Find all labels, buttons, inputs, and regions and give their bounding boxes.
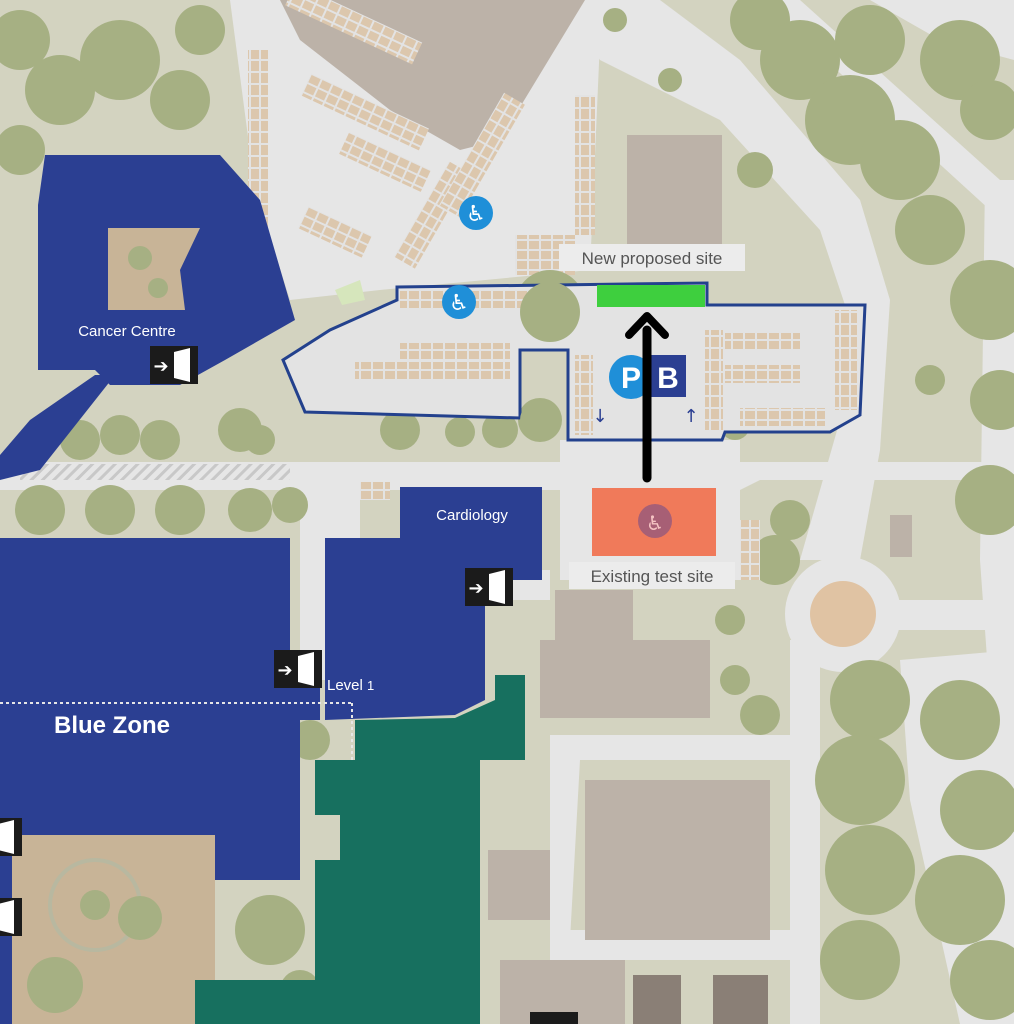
service-buildings (488, 515, 912, 1024)
svg-text:➔: ➔ (153, 356, 168, 377)
entrance-icon[interactable] (530, 1012, 578, 1024)
svg-text:➔: ➔ (277, 660, 292, 681)
existing-test-site-label: Existing test site (591, 567, 714, 586)
entrance-icon[interactable]: ➔ (274, 650, 322, 688)
new-proposed-site-callout: New proposed site (559, 244, 745, 271)
entrance-icon[interactable] (0, 898, 22, 936)
pedestrian-path (20, 464, 290, 480)
relocation-arrow (625, 312, 669, 483)
parking-p-badge[interactable]: P (609, 355, 653, 399)
car-park-b (281, 281, 867, 442)
svg-text:♿: ♿ (449, 291, 469, 316)
green-zone-building (195, 675, 525, 1024)
service-building (627, 135, 722, 245)
roundabout (810, 581, 876, 647)
accessible-parking-icon[interactable]: ♿ (442, 285, 476, 319)
one-way-arrow-icon: ↓ (592, 406, 607, 427)
parking-p-label: P (621, 362, 641, 395)
accessible-parking-icon[interactable]: ♿ (459, 196, 493, 230)
parking-bays (740, 520, 760, 580)
existing-test-site-callout: Existing test site (569, 562, 735, 589)
accessible-parking-icon: ♿ (646, 511, 664, 535)
blue-zone-label: Blue Zone (54, 712, 170, 739)
new-proposed-site-area[interactable] (597, 285, 705, 307)
svg-text:➔: ➔ (468, 578, 483, 599)
entrance-icon[interactable]: ➔ (150, 346, 198, 384)
entrance-icon[interactable] (0, 818, 22, 856)
svg-text:♿: ♿ (466, 202, 486, 227)
cardiology-label: Cardiology (436, 507, 508, 524)
entrance-icon[interactable]: ➔ (465, 568, 513, 606)
level-label: Level 1 (327, 677, 374, 694)
car-park-b-label: B (657, 362, 679, 395)
one-way-arrow-icon: ↑ (683, 406, 698, 427)
cancer-centre-building (0, 155, 295, 480)
cardiology-building (325, 487, 542, 720)
cancer-centre-label: Cancer Centre (78, 323, 176, 340)
blue-zone-building (0, 538, 320, 880)
parking-bays (360, 482, 390, 500)
new-proposed-site-label: New proposed site (582, 249, 723, 268)
existing-test-site-area[interactable] (592, 488, 716, 556)
lawn-patch (335, 280, 365, 305)
car-park-b-badge[interactable]: B (651, 355, 686, 397)
